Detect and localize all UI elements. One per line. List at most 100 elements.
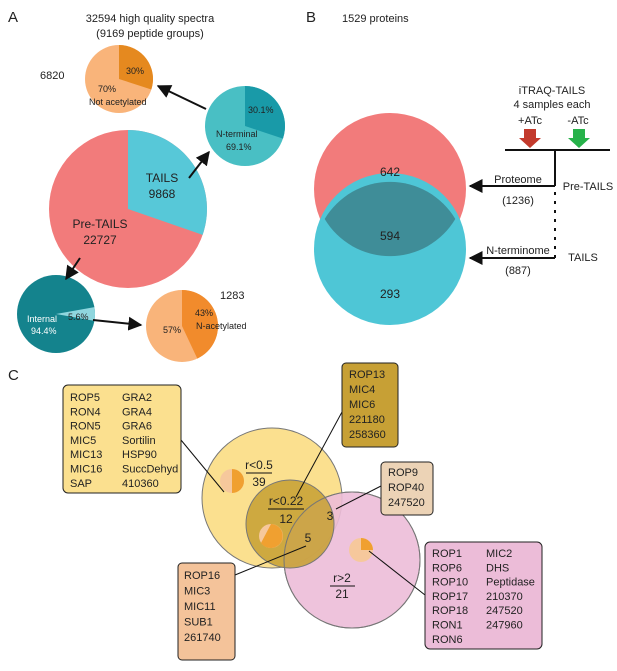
acetylated-slice-label: N-acetylated xyxy=(196,321,247,331)
list-item: HSP90 xyxy=(122,449,157,461)
list-item: SAP xyxy=(70,478,92,490)
list-item: ROP6 xyxy=(432,562,462,574)
small-pie-low-slice xyxy=(232,469,244,493)
tails-label: TAILS xyxy=(146,171,178,185)
small-pie-high xyxy=(349,538,373,562)
tails-side-label: TAILS xyxy=(568,252,598,264)
proteome-count: (1236) xyxy=(502,195,534,207)
panel-a-letter: A xyxy=(8,9,18,26)
not-acetylated-slice-pct: 30% xyxy=(126,66,144,76)
panel-a-title-line2: (9169 peptide groups) xyxy=(96,28,204,40)
list-item: MIC11 xyxy=(184,601,216,613)
list-item: 221180 xyxy=(349,414,385,426)
minus-atc-label: -ATc xyxy=(567,115,589,127)
overlap-three: 3 xyxy=(327,509,334,523)
list-item: RON1 xyxy=(432,620,463,632)
list-item: ROP18 xyxy=(432,605,468,617)
list-item: ROP10 xyxy=(432,577,468,589)
list-item: RON6 xyxy=(432,634,463,646)
panel-b: B 1529 proteins iTRAQ-TAILS 4 samples ea… xyxy=(306,9,613,325)
pretails-side-label: Pre-TAILS xyxy=(563,181,614,193)
small-pie-high-slice xyxy=(361,538,373,550)
box-high-frame xyxy=(424,541,543,650)
arrow-pretails-to-internal xyxy=(65,257,81,281)
panel-a-title-line1: 32594 high quality spectra xyxy=(86,13,215,25)
internal-rest-pct: 94.4% xyxy=(31,326,57,336)
list-item: DHS xyxy=(486,562,509,574)
panel-c-letter: C xyxy=(8,367,19,384)
list-item: 410360 xyxy=(122,478,159,490)
list-item: 258360 xyxy=(349,429,386,441)
arrow-tails-to-nterminal xyxy=(188,150,210,179)
acetylated-count: 1283 xyxy=(220,290,244,302)
internal-pie-slice xyxy=(56,307,96,321)
arrow-internal-to-acetylated xyxy=(92,316,143,331)
tails-value: 9868 xyxy=(149,187,176,201)
list-item: ROP1 xyxy=(432,548,462,560)
high-ratio-count: 21 xyxy=(335,587,349,601)
list-item: ROP9 xyxy=(388,467,418,479)
list-item: Peptidase xyxy=(486,577,535,589)
venn-overlap-count: 594 xyxy=(380,229,400,243)
internal-rest-label: Internal xyxy=(27,314,57,324)
tails-pie-slice xyxy=(128,130,207,235)
acetylated-pie: 1283 43% N-acetylated 57% xyxy=(146,290,247,362)
not-acetylated-rest-pct: 70% xyxy=(98,84,116,94)
list-item: MIC16 xyxy=(70,464,102,476)
list-item: GRA2 xyxy=(122,392,152,404)
small-pie-low xyxy=(220,469,244,493)
list-item: MIC6 xyxy=(349,399,375,411)
lower-ratio-count: 12 xyxy=(279,512,293,526)
acetylated-pie-slice xyxy=(182,290,218,359)
leader-lower xyxy=(295,411,343,498)
list-item: MIC4 xyxy=(349,384,375,396)
venn-overlap xyxy=(324,181,456,257)
green-down-arrow-icon xyxy=(568,129,590,148)
nterminome-label: N-terminome xyxy=(486,245,550,257)
small-pie-lower-slice xyxy=(261,524,283,548)
leader-low xyxy=(180,439,225,493)
leader-three xyxy=(335,485,382,510)
arrow-nterminal-to-not-acetylated xyxy=(156,85,207,110)
list-item: ROP13 xyxy=(349,369,385,381)
box-three-frame xyxy=(380,461,434,516)
box-five-frame xyxy=(177,562,236,661)
list-item: ROP16 xyxy=(184,570,220,582)
box-lower-frame xyxy=(341,362,399,448)
acetylated-rest-pct: 57% xyxy=(163,325,181,335)
low-ratio-label: r<0.5 xyxy=(245,458,273,472)
proteome-label: Proteome xyxy=(494,174,542,186)
nterminal-rest-label: N-terminal xyxy=(216,129,258,139)
list-item: 247520 xyxy=(486,605,523,617)
small-pie-lower xyxy=(259,524,283,548)
panel-b-letter: B xyxy=(306,9,316,26)
list-item: MIC3 xyxy=(184,586,210,598)
plus-atc-label: +ATc xyxy=(518,115,542,127)
box-low-frame xyxy=(62,384,182,494)
list-item: MIC5 xyxy=(70,435,96,447)
internal-pie: Internal 94.4% 5.6% xyxy=(17,275,96,353)
venn-proteome-only: 642 xyxy=(380,165,400,179)
not-acetylated-count: 6820 xyxy=(40,70,64,82)
lower-ratio-label: r<0.22 xyxy=(269,494,304,508)
list-item: ROP40 xyxy=(388,482,424,494)
nterminome-count: (887) xyxy=(505,265,531,277)
list-item: ROP17 xyxy=(432,591,468,603)
high-ratio-label: r>2 xyxy=(333,571,351,585)
panel-b-title: 1529 proteins xyxy=(342,13,409,25)
venn-nterminome-only: 293 xyxy=(380,287,400,301)
nterminal-slice-pct: 30.1% xyxy=(248,105,274,115)
